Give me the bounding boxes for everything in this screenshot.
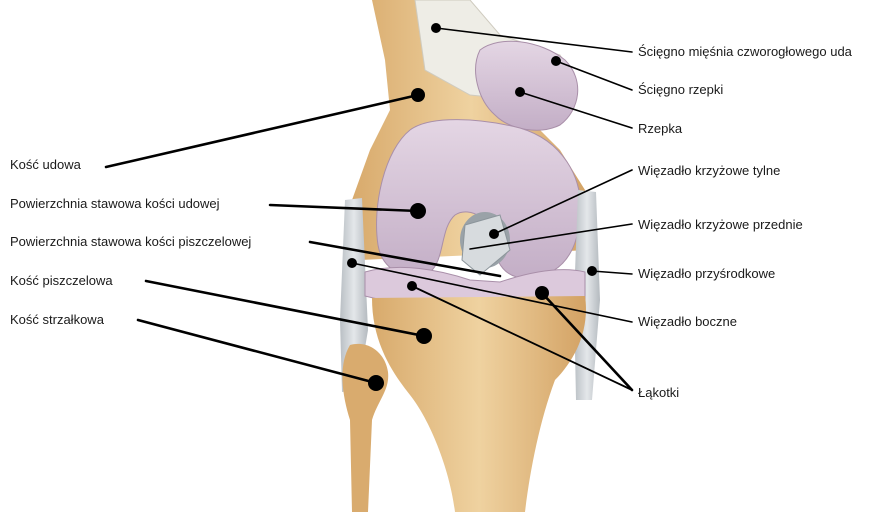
dot-patella <box>515 87 525 97</box>
dot-medial-collateral <box>587 266 597 276</box>
label-quadriceps-tendon: Ścięgno mięśnia czworogłowego uda <box>638 44 852 60</box>
dot-femur <box>411 88 425 102</box>
label-patellar-tendon: Ścięgno rzepki <box>638 82 723 98</box>
tibia-shape <box>372 296 586 512</box>
dot-patellar-tendon <box>551 56 561 66</box>
label-posterior-cruciate: Więzadło krzyżowe tylne <box>638 163 780 179</box>
dot-lateral-collateral <box>347 258 357 268</box>
dot-tibia <box>416 328 432 344</box>
label-fibula: Kość strzałkowa <box>10 312 104 328</box>
label-anterior-cruciate: Więzadło krzyżowe przednie <box>638 217 803 233</box>
label-menisci: Łąkotki <box>638 385 679 401</box>
label-medial-collateral: Więzadło przyśrodkowe <box>638 266 775 282</box>
label-femur: Kość udowa <box>10 157 81 173</box>
dot-quadriceps-tendon <box>431 23 441 33</box>
label-femur-articular: Powierzchnia stawowa kości udowej <box>10 196 220 212</box>
fibula-shape <box>342 344 388 512</box>
label-tibia: Kość piszczelowa <box>10 273 113 289</box>
dot-meniscus-medial <box>535 286 549 300</box>
dot-fibula <box>368 375 384 391</box>
label-patella: Rzepka <box>638 121 682 137</box>
label-tibia-articular: Powierzchnia stawowa kości piszczelowej <box>10 234 251 250</box>
dot-femur-articular <box>410 203 426 219</box>
dot-posterior-cruciate <box>489 229 499 239</box>
label-lateral-collateral: Więzadło boczne <box>638 314 737 330</box>
dot-meniscus-lateral <box>407 281 417 291</box>
